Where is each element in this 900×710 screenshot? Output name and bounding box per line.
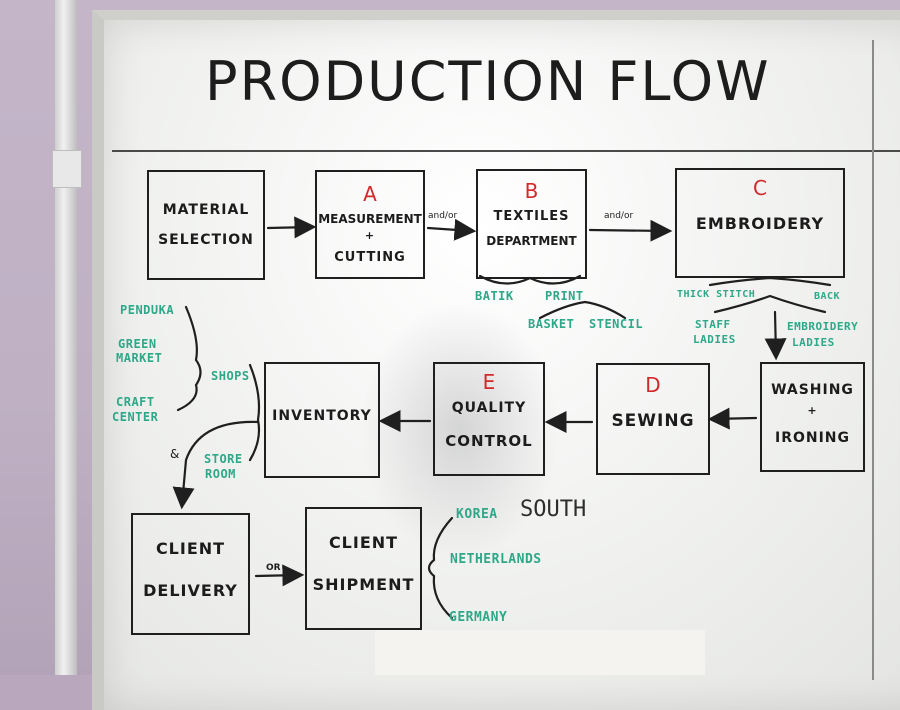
label-store: STORE (204, 452, 243, 466)
arrow-delivery-to-shipment (254, 564, 305, 587)
arrow-measurement-to-textiles (426, 218, 477, 241)
bracket-shops (176, 305, 202, 412)
textiles-line1: TEXTILES (493, 209, 570, 224)
label-ampersand: & (170, 447, 180, 461)
label-print: PRINT (545, 289, 584, 303)
label-batik: BATIK (475, 289, 514, 303)
label-center: CENTER (112, 410, 159, 424)
label-and-or-2: and/or (604, 211, 634, 221)
bracket-destinations (427, 516, 454, 620)
arrow-material-to-measurement (266, 216, 317, 239)
box-material-selection: MATERIAL SELECTION (147, 170, 265, 280)
arrow-embroidery-to-washing (764, 310, 787, 361)
bracket-textiles (478, 274, 582, 285)
quality-line1: QUALITY (451, 400, 527, 416)
arrow-textiles-to-embroidery (588, 219, 673, 242)
label-korea: KOREA (456, 507, 498, 522)
box-sewing: D SEWING (596, 363, 710, 475)
box-quality-control: E QUALITY CONTROL (433, 362, 545, 476)
washing-line1: WASHING (771, 382, 854, 398)
box-embroidery: C EMBROIDERY (675, 168, 845, 278)
bracket-print (538, 300, 627, 320)
box-washing-ironing: WASHING + IRONING (760, 362, 865, 472)
embroidery-line1: EMBROIDERY (695, 214, 825, 233)
label-embroidery-ladies-1: EMBROIDERY (787, 320, 859, 333)
board-panel-edge (872, 40, 874, 680)
sewing-line1: SEWING (611, 411, 695, 431)
label-back: BACK (814, 291, 841, 302)
label-shops: SHOPS (211, 369, 250, 383)
label-stencil: STENCIL (589, 317, 644, 331)
box-textiles-department: B TEXTILES DEPARTMENT (476, 169, 587, 279)
textiles-line2: DEPARTMENT (486, 234, 577, 248)
washing-line3: IRONING (774, 430, 851, 446)
step-letter-c: C (753, 176, 767, 200)
client-delivery-line2: DELIVERY (143, 581, 238, 600)
label-and-or-1: and/or (428, 211, 458, 221)
box-client-shipment: CLIENT SHIPMENT (305, 507, 422, 630)
title-divider-line (112, 150, 900, 152)
material-selection-line1: MATERIAL (162, 202, 250, 218)
step-letter-b: B (524, 179, 539, 203)
label-staff-ladies: LADIES (693, 333, 736, 346)
material-selection-line2: SELECTION (158, 232, 254, 248)
label-staff: STAFF (695, 318, 731, 331)
connector-lines (172, 216, 832, 620)
box-client-delivery: CLIENT DELIVERY (131, 513, 250, 635)
label-embroidery-ladies-2: LADIES (792, 336, 835, 349)
client-shipment-line2: SHIPMENT (312, 575, 415, 594)
label-thick-stitch: THICK STITCH (677, 289, 756, 300)
bracket-embroidery-bottom (713, 294, 827, 314)
label-penduka: PENDUKA (120, 303, 175, 317)
client-delivery-line1: CLIENT (155, 539, 226, 558)
label-green: GREEN (118, 337, 157, 351)
label-germany: GERMANY (449, 610, 508, 625)
step-letter-d: D (645, 373, 661, 397)
label-or: OR (266, 563, 281, 573)
arrow-washing-to-sewing (707, 407, 758, 430)
arrow-inventory-to-delivery (172, 420, 260, 510)
measurement-line2: + (364, 229, 376, 242)
label-room: ROOM (205, 467, 236, 481)
label-basket: BASKET (528, 317, 575, 331)
washing-line2: + (807, 404, 818, 417)
quality-line2: CONTROL (445, 432, 533, 450)
inventory-line1: INVENTORY (272, 408, 372, 424)
label-market: MARKET (116, 351, 163, 365)
measurement-line1: MEASUREMENT (318, 212, 422, 226)
diagram-title: PRODUCTION FLOW (205, 50, 771, 113)
taped-paper (375, 630, 705, 675)
bracket-inventory-left (248, 363, 261, 462)
label-craft: CRAFT (116, 395, 155, 409)
step-letter-e: E (482, 370, 496, 394)
client-shipment-line1: CLIENT (328, 533, 399, 552)
step-letter-a: A (363, 182, 377, 206)
measurement-line3: CUTTING (334, 250, 406, 265)
bracket-embroidery-top (708, 276, 832, 287)
label-netherlands: NETHERLANDS (450, 552, 542, 567)
pipe-clip (52, 150, 82, 188)
label-south: SOUTH (520, 497, 587, 522)
